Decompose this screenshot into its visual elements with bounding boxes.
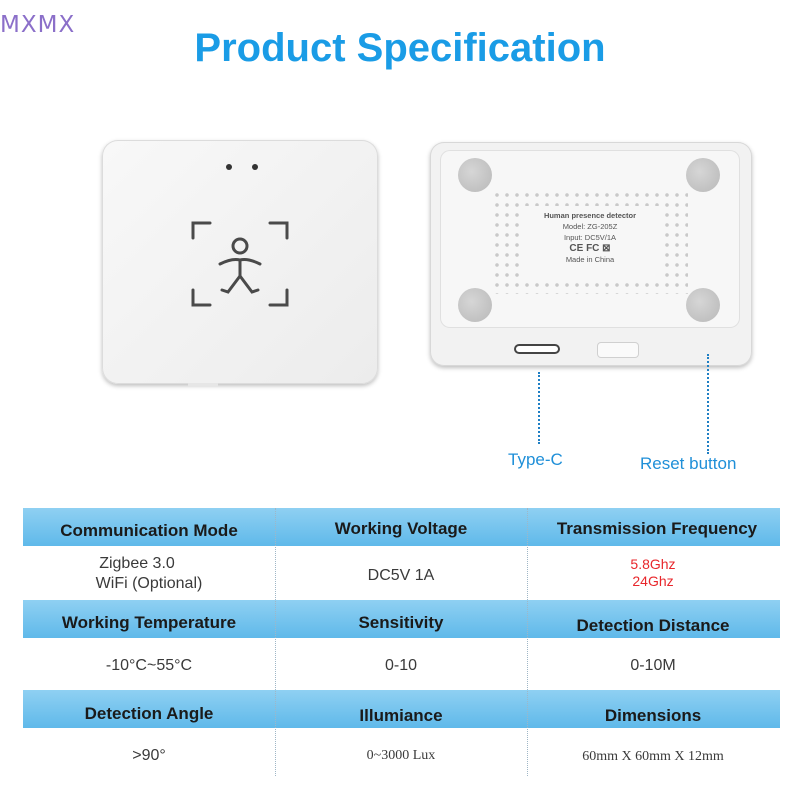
spec-value-row: Zigbee 3.0 WiFi (Optional) DC5V 1A 5.8Gh… [23,546,780,600]
spec-value: 5.8Ghz 24Ghz [527,556,779,590]
device-back-image: Human presence detector Model: ZG-205Z I… [430,142,752,366]
typec-pointer-line [538,372,540,444]
spec-value: >90° [132,747,166,764]
rubber-foot [458,288,492,322]
label-line: CE FC ⊠ [569,243,611,254]
spec-header: Dimensions [604,706,702,725]
label-line: Made in China [565,255,615,264]
presence-person-icon [191,221,289,307]
spec-value: -10°C~55°C [105,657,193,674]
spec-header-row: Working Temperature Sensitivity Detectio… [23,600,780,638]
spec-value: DC5V 1A [367,567,435,584]
page-title: Product Specification [194,26,606,70]
reset-button-shape [598,343,638,357]
spec-header: Illumiance [359,706,443,725]
spec-value-line: 24Ghz [632,573,674,589]
spec-header: Sensitivity [358,613,444,632]
column-divider [527,508,528,776]
spec-value-row: >90° 0~3000 Lux 60mm X 60mm X 12mm [23,728,780,776]
spec-header-row: Detection Angle Illumiance Dimensions [23,690,780,728]
watermark: MXMX [0,12,76,38]
spec-header: Transmission Frequency [556,519,758,538]
reset-pointer-line [707,354,709,454]
device-info-label: Human presence detector Model: ZG-205Z I… [520,206,660,278]
type-c-port [514,344,560,354]
spec-header: Working Temperature [61,613,237,632]
spec-header: Detection Angle [84,704,214,723]
spec-table: Communication Mode Working Voltage Trans… [23,508,780,776]
spec-header: Communication Mode [60,521,238,540]
label-line: Human presence detector [543,211,637,220]
device-back-panel: Human presence detector Model: ZG-205Z I… [440,150,740,328]
typec-callout: Type-C [508,450,563,469]
spec-value: 0-10 [384,657,418,674]
rubber-foot [686,158,720,192]
spec-value-row: -10°C~55°C 0-10 0-10M [23,638,780,690]
rubber-foot [458,158,492,192]
sensor-led-left [226,164,232,170]
spec-value-line: WiFi (Optional) [95,575,203,592]
label-line: Model: ZG-205Z [562,222,618,231]
spec-value-line: Zigbee 3.0 [99,555,175,572]
spec-header: Working Voltage [334,519,468,538]
spec-value: 60mm X 60mm X 12mm [582,749,724,764]
spec-header-row: Communication Mode Working Voltage Trans… [23,508,780,546]
column-divider [275,508,276,776]
device-edge-tab [188,383,218,387]
spec-value-line: 5.8Ghz [630,556,676,572]
sensor-led-right [252,164,258,170]
spec-value: 0~3000 Lux [366,748,436,763]
spec-value: 0-10M [630,657,676,674]
device-front-image [102,140,378,387]
spec-header: Detection Distance [576,616,730,635]
spec-value: Zigbee 3.0 WiFi (Optional) [23,554,275,594]
label-line: Input: DC5V/1A [563,233,617,242]
rubber-foot [686,288,720,322]
reset-callout: Reset button [640,454,737,473]
